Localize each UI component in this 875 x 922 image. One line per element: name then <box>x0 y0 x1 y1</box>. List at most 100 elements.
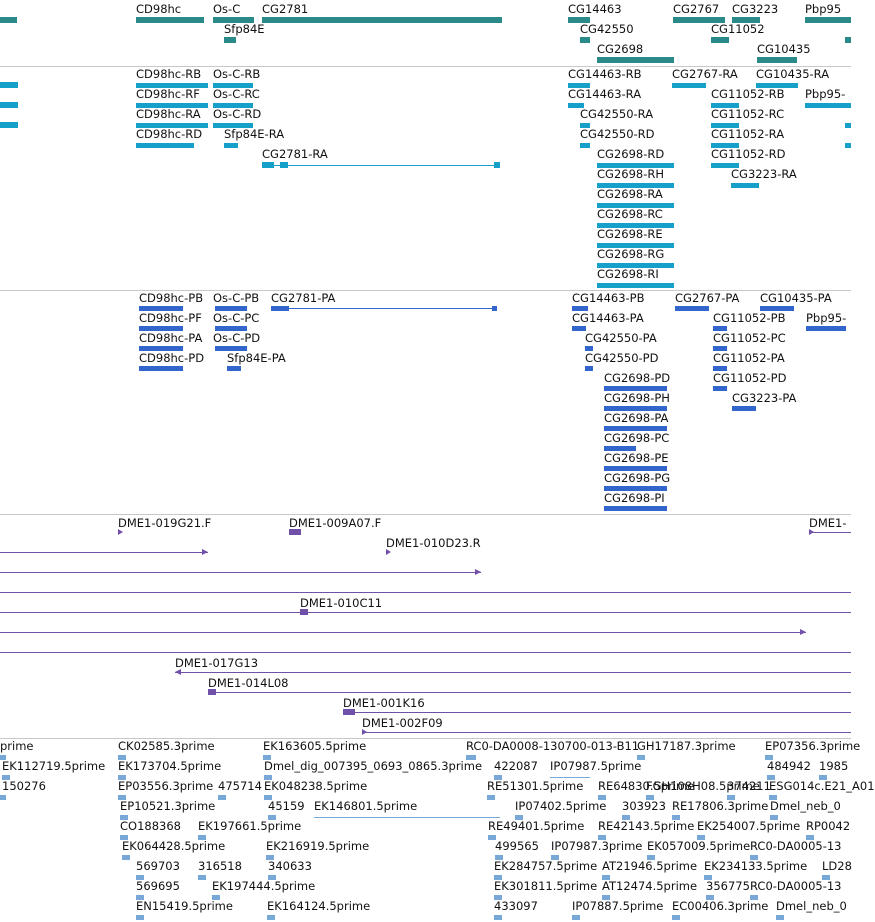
protein-bar[interactable] <box>604 386 667 391</box>
protein-label[interactable]: CG2698-PI <box>604 491 665 505</box>
transcript-bar[interactable] <box>672 83 706 88</box>
transcript-bar[interactable] <box>213 83 253 88</box>
transcript-bar[interactable] <box>136 123 208 128</box>
gene-label[interactable]: CG2698 <box>597 42 644 56</box>
est-bar[interactable] <box>494 915 502 920</box>
est-bar[interactable] <box>750 895 758 900</box>
transcript-bar[interactable] <box>597 243 674 248</box>
gene-bar[interactable] <box>568 17 590 23</box>
transcript-label[interactable]: Os-C-RD <box>213 107 262 121</box>
clone-label[interactable]: DME1-017G13 <box>175 656 259 670</box>
clone-span[interactable] <box>0 592 851 593</box>
clone-label[interactable]: DME1-010C11 <box>300 596 383 610</box>
transcript-bar[interactable] <box>136 103 208 108</box>
est-label[interactable]: RC0-DA0008-130700-013-B11 <box>466 739 640 753</box>
est-label[interactable]: IP07987.3prime <box>551 839 643 853</box>
est-bar[interactable] <box>263 755 271 760</box>
est-bar[interactable] <box>0 755 6 760</box>
transcript-bar[interactable] <box>711 103 739 108</box>
clone-label[interactable]: DME1-014L08 <box>208 676 289 690</box>
gene-bar[interactable] <box>711 37 729 43</box>
clone-label[interactable]: DME1-001K16 <box>343 696 425 710</box>
est-label[interactable]: RE51301.5prime <box>487 779 584 793</box>
est-label[interactable]: EK284757.5prime <box>494 859 598 873</box>
clone-label[interactable]: DME1-010D23.R <box>386 536 481 550</box>
clone-span[interactable] <box>175 672 851 673</box>
est-label[interactable]: 499565 <box>495 839 539 853</box>
gene-bar[interactable] <box>580 37 590 43</box>
protein-bar[interactable] <box>215 306 247 311</box>
transcript-bar[interactable] <box>136 83 208 88</box>
est-bar[interactable] <box>122 855 130 860</box>
protein-label[interactable]: CD98hc-PB <box>139 291 204 305</box>
protein-bar[interactable] <box>604 506 667 511</box>
est-bar[interactable] <box>268 875 276 880</box>
est-label[interactable]: IP07887.5prime <box>572 899 664 913</box>
est-label[interactable]: ESG014c.E21_A01 <box>769 779 875 793</box>
gene-bar[interactable] <box>0 17 17 23</box>
gene-bar[interactable] <box>213 17 254 23</box>
transcript-bar[interactable] <box>224 143 238 148</box>
est-label[interactable]: EK197661.5prime <box>198 819 302 833</box>
est-bar[interactable] <box>602 895 610 900</box>
est-bar[interactable] <box>264 795 272 800</box>
protein-label[interactable]: CG3223-PA <box>732 391 797 405</box>
transcript-bar[interactable] <box>213 123 253 128</box>
est-bar[interactable] <box>672 815 680 820</box>
est-bar[interactable] <box>602 875 610 880</box>
gene-bar[interactable] <box>262 17 502 23</box>
protein-label[interactable]: CG14463-PA <box>572 311 644 325</box>
protein-label[interactable]: CD98hc-PD <box>139 351 205 365</box>
est-bar[interactable] <box>727 795 735 800</box>
gene-label[interactable]: CG14463 <box>568 2 622 16</box>
est-bar[interactable] <box>494 895 502 900</box>
transcript-bar[interactable] <box>580 123 590 128</box>
est-label[interactable]: EC00406.3prime <box>672 899 769 913</box>
est-label[interactable]: 150276 <box>2 779 46 793</box>
gene-bar[interactable] <box>224 37 236 43</box>
est-label[interactable]: EP10521.3prime <box>120 799 216 813</box>
protein-bar[interactable] <box>572 326 586 331</box>
protein-bar[interactable] <box>713 326 727 331</box>
protein-bar[interactable] <box>713 346 727 351</box>
protein-bar[interactable] <box>139 366 183 371</box>
transcript-label[interactable]: CG2698-RG <box>597 247 665 261</box>
est-bar[interactable] <box>136 895 144 900</box>
gene-label[interactable]: CG2767 <box>673 2 720 16</box>
protein-bar[interactable] <box>760 306 794 311</box>
est-bar[interactable] <box>806 835 814 840</box>
est-bar[interactable] <box>466 755 476 760</box>
est-bar[interactable] <box>118 775 126 780</box>
est-bar[interactable] <box>198 835 206 840</box>
est-label[interactable]: Dmel_dig_007395_0693_0865.3prime <box>264 759 483 773</box>
est-bar[interactable] <box>672 915 680 920</box>
clone-label[interactable]: DME1-019G21.F <box>118 516 212 530</box>
est-bar[interactable] <box>622 815 630 820</box>
transcript-bar[interactable] <box>845 143 851 148</box>
est-label[interactable]: EK216919.5prime <box>266 839 370 853</box>
est-label[interactable]: IP07987.5prime <box>550 759 642 773</box>
protein-bar[interactable] <box>215 326 247 331</box>
protein-label[interactable]: CD98hc-PF <box>139 311 202 325</box>
protein-label[interactable]: Os-C-PD <box>213 331 261 345</box>
est-label[interactable]: 316518 <box>198 859 242 873</box>
transcript-bar[interactable] <box>597 163 674 168</box>
transcript-label[interactable]: CG2781-RA <box>262 147 328 161</box>
est-bar[interactable] <box>704 875 712 880</box>
est-bar[interactable] <box>646 795 654 800</box>
est-label[interactable]: 422087 <box>494 759 538 773</box>
est-label[interactable]: EK197444.5prime <box>212 879 316 893</box>
protein-label[interactable]: CG2698-PA <box>604 411 669 425</box>
est-label[interactable]: EK064428.5prime <box>122 839 226 853</box>
est-bar[interactable] <box>819 775 827 780</box>
protein-label[interactable]: CG14463-PB <box>572 291 645 305</box>
est-label[interactable]: EK048238.5prime <box>264 779 368 793</box>
protein-bar[interactable] <box>713 386 727 391</box>
est-label[interactable]: 374211 <box>727 779 771 793</box>
est-bar[interactable] <box>118 795 126 800</box>
est-bar[interactable] <box>212 895 220 900</box>
protein-label[interactable]: Pbp95- <box>806 311 847 325</box>
protein-bar[interactable] <box>713 366 727 371</box>
transcript-bar[interactable] <box>805 103 851 108</box>
est-bar[interactable] <box>769 795 777 800</box>
